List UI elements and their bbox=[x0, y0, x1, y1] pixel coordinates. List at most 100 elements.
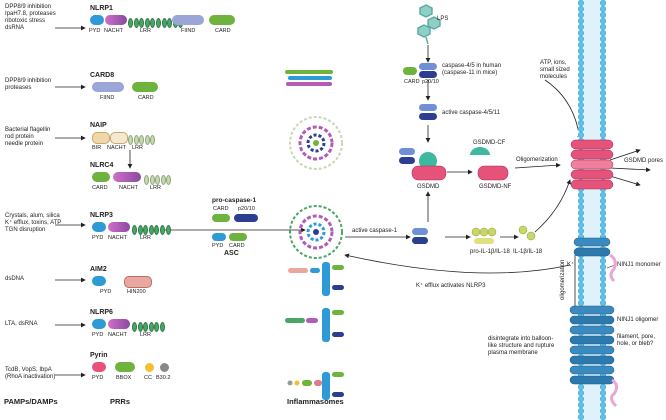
membrane-bead bbox=[578, 294, 585, 301]
pro-il-icon bbox=[471, 227, 497, 244]
membrane-bead bbox=[600, 270, 607, 277]
membrane-bead bbox=[578, 36, 585, 43]
membrane-bead bbox=[578, 276, 585, 283]
nlrc4-card bbox=[92, 172, 110, 182]
membrane-bead bbox=[600, 203, 607, 210]
membrane-bead bbox=[600, 258, 607, 265]
card8-label-fiind: FIIND bbox=[100, 95, 115, 101]
membrane-bead bbox=[578, 264, 585, 271]
il-icon bbox=[518, 225, 536, 241]
gsdmd-cf-icon bbox=[470, 147, 490, 155]
pyrin-b302 bbox=[160, 363, 169, 372]
nlrp3-nacht bbox=[108, 222, 130, 232]
membrane-bead bbox=[600, 402, 607, 409]
naip-bir bbox=[92, 132, 110, 144]
k-efflux-arrow bbox=[344, 253, 571, 274]
membrane-bead bbox=[578, 24, 585, 31]
membrane-bead bbox=[600, 414, 606, 420]
nlrp3-label-nacht: NACHT bbox=[108, 235, 127, 241]
membrane-bead bbox=[600, 396, 607, 403]
membrane-bead bbox=[600, 24, 607, 31]
pro-caspase1-p2010 bbox=[234, 214, 258, 222]
membrane-bead bbox=[578, 288, 585, 295]
membrane-bead bbox=[578, 221, 585, 228]
nlrp1-inflammasome-icon bbox=[285, 70, 333, 86]
membrane-bead bbox=[600, 71, 607, 78]
membrane-bead bbox=[578, 101, 585, 108]
nlrp1-card bbox=[209, 15, 235, 25]
stimulus-pyrin: TcdB, VopS, IbpA(RhoA inactivation) bbox=[5, 367, 56, 380]
ninj1-oligomer-label: NINJ1 oligomer bbox=[617, 317, 659, 323]
caspase45-icon bbox=[403, 63, 437, 78]
active-casp4511-label: active caspase-4/5/11 bbox=[442, 110, 500, 116]
oligomerization-arrow bbox=[514, 162, 561, 169]
membrane-bead bbox=[600, 107, 607, 114]
nlrp3-lrr bbox=[132, 222, 171, 235]
membrane-bead bbox=[600, 294, 607, 301]
membrane-bead bbox=[578, 77, 585, 84]
naip-nacht bbox=[110, 132, 128, 144]
asc-pyd-label: PYD bbox=[212, 243, 224, 249]
membrane-bead bbox=[578, 402, 585, 409]
membrane-bead bbox=[600, 408, 607, 415]
naip-name: NAIP bbox=[90, 122, 107, 129]
membrane-bead bbox=[578, 18, 585, 25]
disintegrate-label: disintegrate into balloon-like structure… bbox=[488, 336, 555, 356]
pyrin-pyd bbox=[92, 362, 106, 372]
membrane-bead bbox=[600, 119, 607, 126]
membrane-bead bbox=[578, 227, 585, 234]
membrane-bead bbox=[578, 215, 585, 222]
naip-label-nacht: NACHT bbox=[107, 145, 126, 151]
pro-caspase1-card-label: CARD bbox=[213, 206, 229, 212]
membrane-bead bbox=[578, 396, 585, 403]
nlrp6-nacht bbox=[108, 319, 130, 329]
membrane-bead bbox=[578, 54, 585, 61]
membrane-bead bbox=[600, 65, 607, 72]
pro-caspase1-p2010-label: p20/10 bbox=[238, 206, 255, 212]
membrane-bead bbox=[600, 191, 607, 198]
membrane-bead bbox=[600, 227, 607, 234]
membrane-bead bbox=[600, 54, 607, 61]
pyrin-label-cc: CC bbox=[144, 375, 152, 381]
membrane-bead bbox=[600, 11, 607, 18]
naip-label-lrr: LRR bbox=[132, 145, 144, 151]
aim2-label-hin200: HIN200 bbox=[127, 289, 146, 295]
casp45-text: caspase-4/5 in human(caspase-11 in mice) bbox=[442, 63, 502, 76]
nlrp1-fiind bbox=[172, 15, 204, 25]
pyrin-label-bbox: BBOX bbox=[116, 375, 132, 381]
active-casp1-label: active caspase-1 bbox=[352, 228, 398, 234]
membrane-bead bbox=[600, 125, 607, 132]
membrane-bead bbox=[600, 0, 607, 6]
casp45-p2010-label: p20/10 bbox=[422, 79, 439, 85]
active-caspase4511-icon bbox=[419, 104, 437, 120]
asc-pyd bbox=[212, 233, 226, 241]
membrane-bead bbox=[600, 215, 607, 222]
pro-il-label: pro-IL-1β/IL-18 bbox=[470, 249, 510, 255]
stimulus-arrows bbox=[55, 25, 86, 378]
atp-arrow bbox=[544, 79, 582, 141]
membrane-bead bbox=[600, 30, 607, 37]
nlrp6-name: NLRP6 bbox=[90, 309, 113, 316]
lps-icon bbox=[417, 4, 441, 45]
card8-name: CARD8 bbox=[90, 72, 115, 79]
nlrc4-label-lrr: LRR bbox=[150, 185, 162, 191]
pro-caspase1-title: pro-caspase-1 bbox=[212, 197, 257, 204]
membrane-bead bbox=[600, 42, 607, 49]
ninj1-monomer-label: NINJ1 monomer bbox=[617, 262, 661, 268]
membrane-bead bbox=[600, 131, 607, 138]
membrane-bead bbox=[578, 71, 585, 78]
membrane-bead bbox=[578, 203, 585, 210]
nlrp3-pyd bbox=[92, 222, 106, 232]
membrane-bead bbox=[578, 83, 585, 90]
card8-card bbox=[132, 82, 158, 92]
gsdmd-nf-icon bbox=[477, 165, 509, 181]
card8-fiind bbox=[92, 82, 124, 92]
membrane-bead bbox=[578, 384, 585, 391]
nlrp6-inflammasome-icon bbox=[285, 308, 344, 342]
gsdmd-complex-icon bbox=[399, 148, 447, 181]
pro-caspase1-card bbox=[212, 214, 230, 222]
membrane-bead bbox=[578, 48, 585, 55]
pyrin-bbox bbox=[115, 362, 135, 372]
